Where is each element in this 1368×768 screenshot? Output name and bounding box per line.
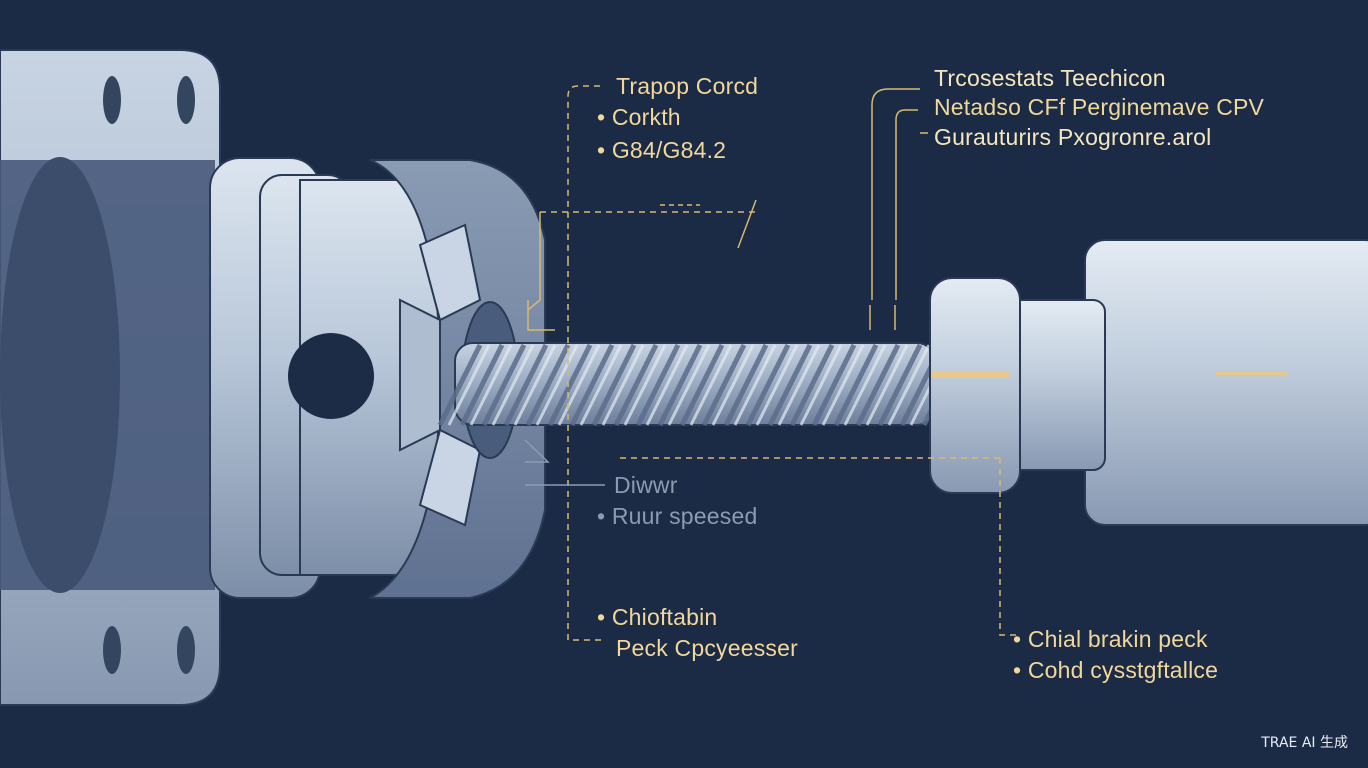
thread-groove <box>877 343 923 427</box>
thread-crest <box>755 344 799 426</box>
thread-crest <box>667 344 711 426</box>
thread-groove <box>459 343 505 427</box>
thread-groove <box>855 343 901 427</box>
thread-crest <box>557 344 601 426</box>
thread-groove <box>833 343 879 427</box>
thread-groove <box>525 343 571 427</box>
thread-groove <box>591 343 637 427</box>
thread-groove <box>635 343 681 427</box>
callout-item: Netadso CFf Perginemave CPV <box>934 94 1265 120</box>
callout-title: Trapop Corcd <box>616 73 759 99</box>
thread-groove <box>503 343 549 427</box>
thread-crest <box>733 344 777 426</box>
callout-item: • Cohd cysstgftallce <box>1013 657 1219 683</box>
callout-title: Trcosestats Teechicon <box>934 65 1166 91</box>
callout-item: • Chioftabin <box>597 604 718 630</box>
thread-groove <box>679 343 725 427</box>
thread-groove <box>789 343 835 427</box>
thread-groove <box>811 343 857 427</box>
thread-groove <box>547 343 593 427</box>
thread-crest <box>821 344 865 426</box>
thread-crest <box>887 344 931 426</box>
thread-crest <box>601 344 645 426</box>
thread-groove <box>767 343 813 427</box>
thread-crest <box>491 344 535 426</box>
thread-groove <box>745 343 791 427</box>
tool-holder-right <box>929 239 1368 526</box>
callout-title: Diwwr <box>614 472 678 498</box>
thread-groove <box>701 343 747 427</box>
marker-bar-right <box>1215 372 1287 375</box>
thread-groove <box>613 343 659 427</box>
callout-item: Peck Cpcyeesser <box>616 635 798 661</box>
callout-leaders <box>527 85 1018 641</box>
ai-watermark: TRAE AI 生成 <box>1261 735 1348 751</box>
thread-crest <box>469 344 513 426</box>
thread-crest <box>799 344 843 426</box>
thread-crest <box>513 344 557 426</box>
thread-crest <box>535 344 579 426</box>
thread-groove <box>723 343 769 427</box>
thread-crest <box>447 344 491 426</box>
thread-crest <box>843 344 887 426</box>
thread-crest <box>579 344 623 426</box>
callout-item: Gurauturirs Pxogronre.arol <box>934 124 1212 150</box>
callout-item: • Ruur speesed <box>597 503 758 529</box>
threaded-tap <box>437 342 975 427</box>
thread-crest <box>777 344 821 426</box>
callout-item: • Chial brakin peck <box>1013 626 1208 652</box>
callout-item: • Corkth <box>597 104 681 130</box>
thread-crest <box>689 344 733 426</box>
muted-leaders <box>524 439 605 486</box>
callout-item: • G84/G84.2 <box>597 137 727 163</box>
thread-groove <box>657 343 703 427</box>
thread-groove <box>481 343 527 427</box>
thread-groove <box>437 343 483 427</box>
marker-bar-left <box>932 372 1010 378</box>
thread-crest <box>711 344 755 426</box>
thread-crest <box>645 344 689 426</box>
thread-crest <box>865 344 909 426</box>
thread-groove <box>569 343 615 427</box>
thread-crest <box>623 344 667 426</box>
